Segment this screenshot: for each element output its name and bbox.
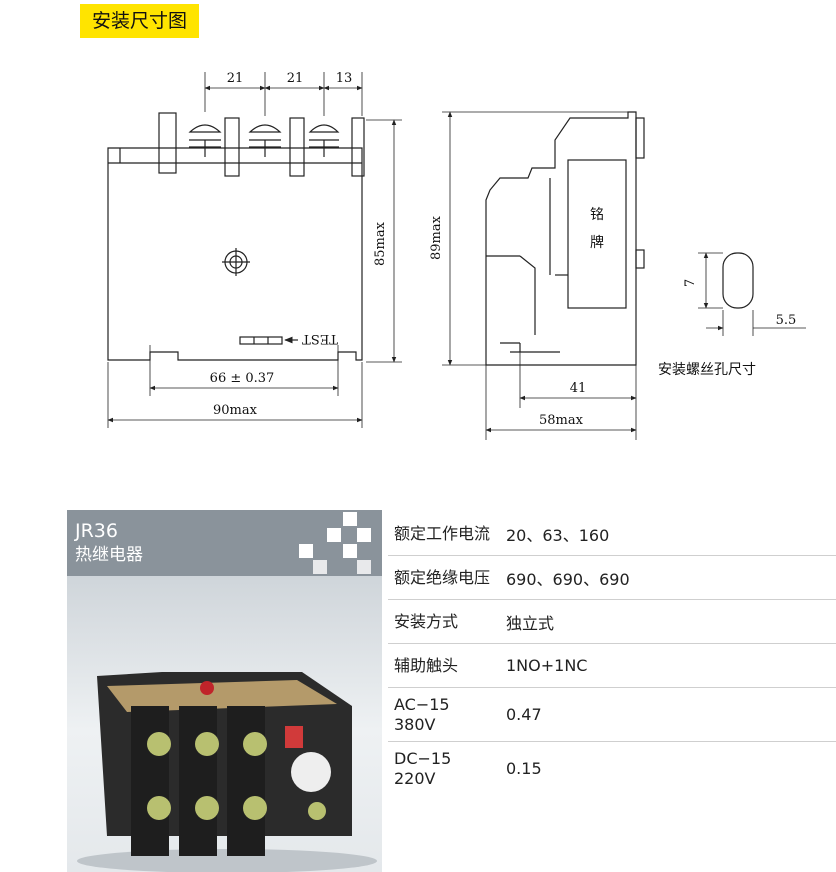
- spec-value: 独立式: [506, 613, 555, 633]
- spec-row: 辅助触头 1NO+1NC: [388, 644, 836, 688]
- front-body-outline: [107, 147, 363, 361]
- spec-row: 额定工作电流 20、63、160: [388, 512, 836, 556]
- spec-value: 0.47: [506, 705, 542, 724]
- dim-side-mount: 41: [570, 381, 587, 396]
- nameplate: [567, 159, 627, 309]
- relay-product-photo: [77, 672, 377, 872]
- dim-top-c: 13: [336, 71, 353, 86]
- installation-dimension-drawing: TEST 21 21 13 85max 66 ± 0.37 90max: [107, 71, 806, 440]
- spec-value: 1NO+1NC: [506, 656, 588, 675]
- dim-top-b: 21: [287, 71, 304, 86]
- product-card: JR36 热继电器: [67, 510, 382, 872]
- dim-hole-height: 7: [683, 279, 698, 287]
- front-view: TEST 21 21 13 85max 66 ± 0.37 90max: [107, 71, 402, 428]
- dim-top-a: 21: [227, 71, 244, 86]
- test-button: [239, 336, 283, 345]
- dim-side-height: 89max: [429, 215, 444, 260]
- product-model: JR36: [75, 520, 118, 542]
- side-body-outline: [485, 111, 637, 366]
- mounting-hole-detail: 7 5.5: [683, 252, 806, 336]
- mounting-hole-slot: [722, 252, 754, 309]
- nameplate-char-2: 牌: [590, 234, 604, 251]
- terminal-screw-3: [308, 124, 340, 157]
- mounting-hole-caption: 安装螺丝孔尺寸: [658, 362, 756, 378]
- dim-hole-width: 5.5: [776, 313, 797, 328]
- spec-row: 额定绝缘电压 690、690、690: [388, 556, 836, 600]
- terminal-screw-1: [188, 124, 222, 157]
- spec-key: DC−15 220V: [394, 748, 452, 788]
- nameplate-char-1: 铭: [590, 207, 604, 223]
- side-view: 铭 牌 89max 41 58max: [429, 111, 645, 440]
- spec-key: AC−15 380V: [394, 694, 450, 734]
- spec-value: 0.15: [506, 759, 542, 778]
- checker-logo: [299, 512, 371, 574]
- dim-side-depth: 58max: [539, 413, 584, 428]
- dim-front-mount: 66 ± 0.37: [210, 371, 275, 386]
- dim-front-width: 90max: [213, 403, 258, 418]
- page-title: 安装尺寸图: [80, 4, 200, 38]
- spec-key: 安装方式: [394, 611, 459, 631]
- spec-value: 690、690、690: [506, 569, 630, 589]
- spec-key: 辅助触头: [394, 655, 459, 675]
- spec-row: 安装方式 独立式: [388, 600, 836, 644]
- spec-value: 20、63、160: [506, 525, 610, 545]
- spec-row: DC−15 220V 0.15: [388, 742, 836, 795]
- spec-key: 额定绝缘电压: [394, 567, 491, 587]
- spec-row: AC−15 380V 0.47: [388, 688, 836, 742]
- test-label: TEST: [302, 331, 338, 346]
- adjust-knob: [222, 248, 250, 276]
- dim-front-height: 85max: [373, 221, 388, 266]
- product-name: 热继电器: [75, 545, 143, 565]
- terminal-screw-2: [248, 124, 282, 157]
- spec-key: 额定工作电流: [394, 523, 491, 543]
- spec-table: 额定工作电流 20、63、160 额定绝缘电压 690、690、690 安装方式…: [388, 512, 836, 795]
